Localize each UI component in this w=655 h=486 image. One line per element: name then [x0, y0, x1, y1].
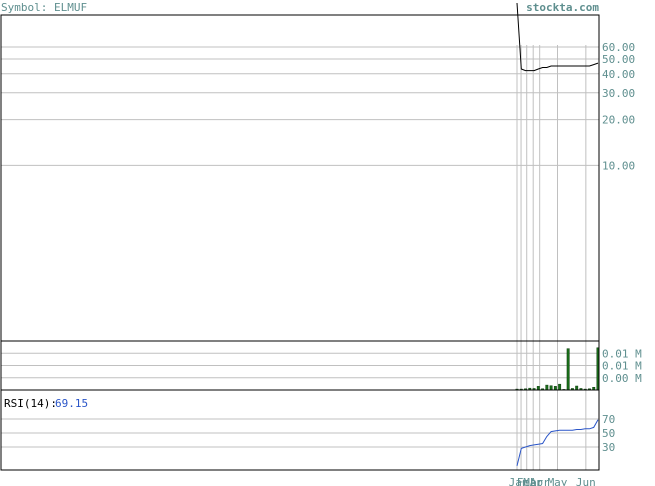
price-tick-label: 50.00 [602, 53, 635, 66]
volume-tick-label: 0.01 M [602, 347, 642, 360]
volume-bar [553, 386, 557, 391]
price-line [516, 2, 599, 72]
rsi-tick-label: 70 [602, 413, 615, 426]
symbol-label: Symbol: ELMUF [1, 1, 87, 14]
price-tick-label: 10.00 [602, 159, 635, 172]
volume-bar [575, 385, 579, 391]
volume-tick-label: 0.00 M [602, 372, 642, 385]
price-tick-label: 30.00 [602, 87, 635, 100]
volume-bar [545, 384, 549, 391]
price-panel-frame [0, 14, 600, 342]
volume-bar [558, 383, 562, 391]
rsi-label: RSI(14): [4, 397, 57, 410]
month-tick-label: Jan [509, 476, 529, 486]
rsi-tick-label: 50 [602, 427, 615, 440]
month-tick-label: Jun [576, 476, 596, 486]
rsi-current-value: 69.15 [55, 397, 88, 410]
month-tick-label: Mar [523, 476, 543, 486]
site-watermark: stockta.com [526, 1, 599, 14]
volume-bar [536, 386, 540, 391]
grid-lines [1, 45, 599, 470]
month-tick-label: Apr [530, 476, 550, 486]
price-tick-label: 20.00 [602, 114, 635, 127]
volume-bar [549, 385, 553, 391]
month-tick-label: May [548, 476, 568, 486]
month-tick-label: Feb [517, 476, 537, 486]
rsi-tick-label: 30 [602, 441, 615, 454]
rsi-line [516, 419, 599, 467]
panel-frames [0, 14, 600, 471]
price-tick-label: 60.00 [602, 41, 635, 54]
volume-tick-label: 0.01 M [602, 360, 642, 373]
volume-bar [566, 348, 570, 391]
rsi-panel-frame [0, 389, 600, 471]
price-tick-label: 40.00 [602, 68, 635, 81]
